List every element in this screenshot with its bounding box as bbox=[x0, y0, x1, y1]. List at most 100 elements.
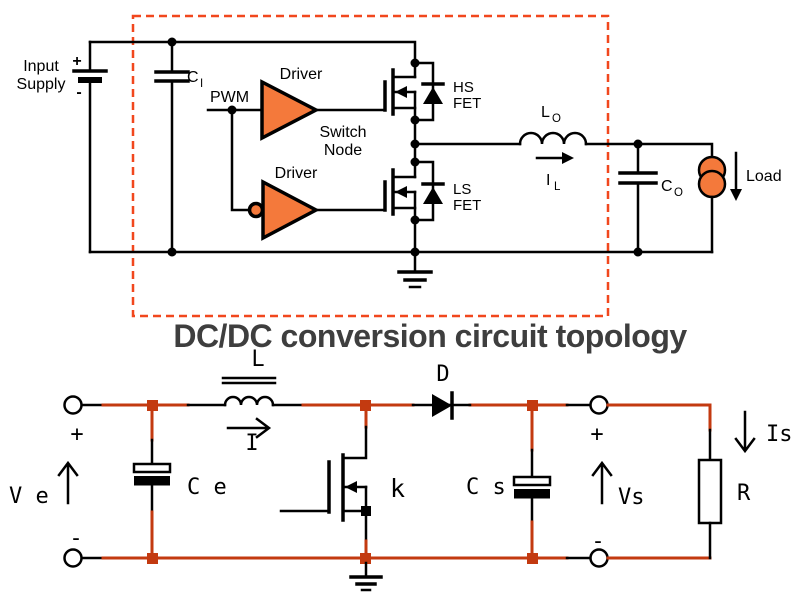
input-terminal-minus bbox=[63, 548, 83, 568]
cap-plate-solid bbox=[514, 489, 550, 499]
output-voltage-arrow bbox=[591, 460, 613, 505]
input-terminal-plus bbox=[63, 395, 83, 415]
junction-dot bbox=[410, 115, 420, 125]
high-side-driver: Driver bbox=[260, 66, 387, 141]
load-current-arrow: Is bbox=[734, 410, 793, 454]
input-capacitor: C I bbox=[154, 37, 203, 257]
ls-fet: LS FET bbox=[383, 142, 481, 257]
junction-dot bbox=[410, 157, 420, 167]
source-voltage-label: V e bbox=[9, 484, 49, 509]
cap-plate-outline bbox=[132, 462, 172, 474]
output-minus-sign: - bbox=[591, 529, 604, 554]
body-diode-branch bbox=[413, 160, 435, 222]
top-rail-wire bbox=[88, 40, 417, 79]
output-voltage: + Vs - bbox=[590, 422, 644, 554]
input-supply-label-line1: Input bbox=[23, 58, 59, 75]
battery-plus-sign: + bbox=[72, 53, 81, 70]
output-capacitor: C O bbox=[618, 139, 683, 257]
boost-inductor: L bbox=[221, 347, 277, 407]
output-capacitor-subscript: O bbox=[674, 187, 683, 199]
output-inductor-subscript: O bbox=[552, 113, 561, 125]
source-plus-sign: + bbox=[70, 422, 83, 447]
source-minus-sign: - bbox=[69, 526, 82, 551]
hs-fet-label-line1: HS bbox=[453, 79, 474, 96]
low-side-driver-label: Driver bbox=[275, 165, 318, 182]
svg-text:Switch: Switch bbox=[319, 124, 366, 141]
inductor-current-subscript: L bbox=[554, 181, 561, 193]
load-current-arrow bbox=[734, 410, 756, 454]
diode-triangle bbox=[423, 187, 443, 204]
current-arrow bbox=[226, 417, 272, 439]
junction-square bbox=[147, 553, 158, 564]
diode-triangle bbox=[423, 87, 443, 104]
body-diode-branch bbox=[413, 61, 435, 122]
ic-boundary-dashed-box bbox=[131, 14, 610, 318]
ls-fet-label-line1: LS bbox=[453, 181, 471, 198]
input-supply: + - Input Supply bbox=[17, 40, 108, 254]
input-capacitor-label: C e bbox=[187, 475, 227, 500]
battery-minus-sign: - bbox=[76, 84, 81, 101]
inductor-current-label: I bbox=[546, 172, 550, 189]
input-capacitor-label: C bbox=[187, 69, 199, 86]
switch-label: k bbox=[390, 474, 405, 503]
current-source-circle bbox=[697, 169, 727, 199]
output-inductor-label: L bbox=[541, 104, 550, 121]
load-arrow-head bbox=[730, 189, 742, 201]
high-side-driver-label: Driver bbox=[280, 66, 323, 83]
source-voltage-arrow bbox=[57, 460, 79, 505]
diode-label: D bbox=[436, 362, 449, 387]
load-resistor: R bbox=[697, 428, 751, 560]
junction-dot bbox=[227, 105, 237, 115]
junction-dot bbox=[410, 58, 420, 68]
output-plus-sign: + bbox=[590, 422, 603, 447]
pwm-label: PWM bbox=[210, 89, 249, 106]
cap-plate-outline bbox=[512, 475, 552, 487]
boost-converter-diagram: + V e - C e L I bbox=[9, 347, 793, 592]
hs-fet: HS FET bbox=[383, 58, 481, 147]
switch-node-label: Switch Node bbox=[319, 124, 366, 159]
load-current-label: Is bbox=[766, 422, 793, 447]
ground-symbol-top bbox=[397, 250, 433, 289]
mosfet-arrow bbox=[395, 86, 407, 98]
inverter-bubble bbox=[247, 201, 265, 219]
mosfet-arrow bbox=[345, 481, 357, 493]
output-voltage-label: Vs bbox=[618, 485, 645, 510]
junction-dot bbox=[167, 247, 177, 257]
svg-text:Node: Node bbox=[324, 142, 362, 159]
output-inductor: L O bbox=[410, 104, 714, 159]
diagram-title: DC/DC conversion circuit topology bbox=[173, 318, 687, 354]
resistor-box bbox=[697, 458, 723, 525]
input-capacitor-subscript: I bbox=[200, 78, 203, 90]
junction-square bbox=[360, 400, 371, 411]
resistor-label: R bbox=[737, 481, 751, 506]
inductor-current-arrow: I L bbox=[535, 152, 574, 193]
junction-square bbox=[360, 553, 371, 564]
low-side-driver: Driver bbox=[247, 165, 387, 241]
junction-square bbox=[527, 400, 538, 411]
source-voltage: + V e - bbox=[9, 422, 84, 551]
hs-fet-label-line2: FET bbox=[453, 95, 481, 112]
boost-output-capacitor: C s bbox=[466, 408, 552, 555]
ls-fet-label-line2: FET bbox=[453, 197, 481, 214]
output-terminal-plus bbox=[589, 395, 609, 415]
current-label: I bbox=[245, 431, 258, 456]
inductor-label: L bbox=[251, 347, 264, 372]
junction-dot bbox=[633, 247, 643, 257]
cap-plate-solid bbox=[134, 476, 170, 486]
input-supply-label-line2: Supply bbox=[17, 76, 66, 93]
pwm-input: PWM bbox=[206, 89, 264, 212]
buck-converter-diagram: + - Input Supply C I PWM Driver bbox=[17, 14, 782, 318]
boost-diode: D bbox=[411, 362, 472, 420]
inductor-core-lines bbox=[221, 376, 277, 385]
junction-dot bbox=[410, 215, 420, 225]
inductor-coils bbox=[223, 395, 275, 407]
ground-symbol-bottom bbox=[349, 561, 383, 592]
load-label: Load bbox=[746, 168, 782, 185]
output-capacitor-label: C s bbox=[466, 475, 506, 500]
junction-dot bbox=[633, 139, 643, 149]
junction-square bbox=[527, 553, 538, 564]
arrow-head bbox=[562, 152, 574, 164]
boost-input-capacitor: C e bbox=[132, 408, 227, 555]
